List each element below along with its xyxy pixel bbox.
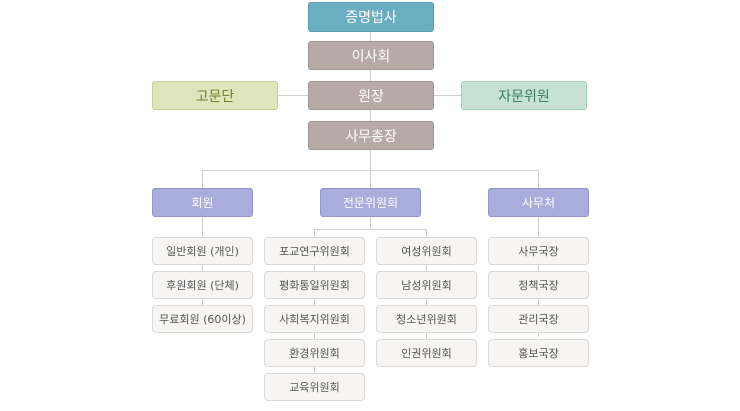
committee-item-youth: 청소년위원회	[376, 305, 477, 333]
committee-item-welfare: 사회복지위원회	[264, 305, 365, 333]
connector-advisory	[278, 95, 308, 96]
secretary-general-box: 사무총장	[308, 121, 434, 150]
committee-item-environment: 환경위원회	[264, 339, 365, 367]
advisory-group-box: 고문단	[152, 81, 278, 110]
committee-item-women: 여성위원회	[376, 237, 477, 265]
board-box: 이사회	[308, 41, 434, 70]
members-dept-box: 회원	[152, 188, 253, 217]
connector-committees-left-drop	[314, 229, 315, 237]
certifier-box: 증명법사	[308, 2, 434, 32]
member-item-free: 무료회원 (60이상)	[152, 305, 253, 333]
committee-item-education: 교육위원회	[264, 373, 365, 401]
connector-committees-right-drop	[426, 229, 427, 237]
office-item-policy-director: 정책국장	[488, 271, 589, 299]
connector-spine-to-bar	[370, 150, 371, 188]
connector-committees-down	[370, 217, 371, 229]
connector-members-drop	[202, 170, 203, 188]
committee-item-men: 남성위원회	[376, 271, 477, 299]
head-box: 원장	[308, 81, 434, 110]
consulting-committee-box: 자문위원	[461, 81, 587, 110]
committee-item-unification: 평화통일위원회	[264, 271, 365, 299]
committees-dept-box: 전문위원회	[320, 188, 421, 217]
member-item-sponsor: 후원회원 (단체)	[152, 271, 253, 299]
office-item-pr-director: 홍보국장	[488, 339, 589, 367]
connector-members-list	[202, 217, 203, 319]
connector-office-drop	[538, 170, 539, 188]
member-item-general: 일반회원 (개인)	[152, 237, 253, 265]
committee-item-human-rights: 인권위원회	[376, 339, 477, 367]
connector-consulting	[433, 95, 461, 96]
office-item-management-director: 관리국장	[488, 305, 589, 333]
office-item-general-director: 사무국장	[488, 237, 589, 265]
office-dept-box: 사무처	[488, 188, 589, 217]
committee-item-propagation: 포교연구위원회	[264, 237, 365, 265]
connector-committees-split	[314, 229, 426, 230]
